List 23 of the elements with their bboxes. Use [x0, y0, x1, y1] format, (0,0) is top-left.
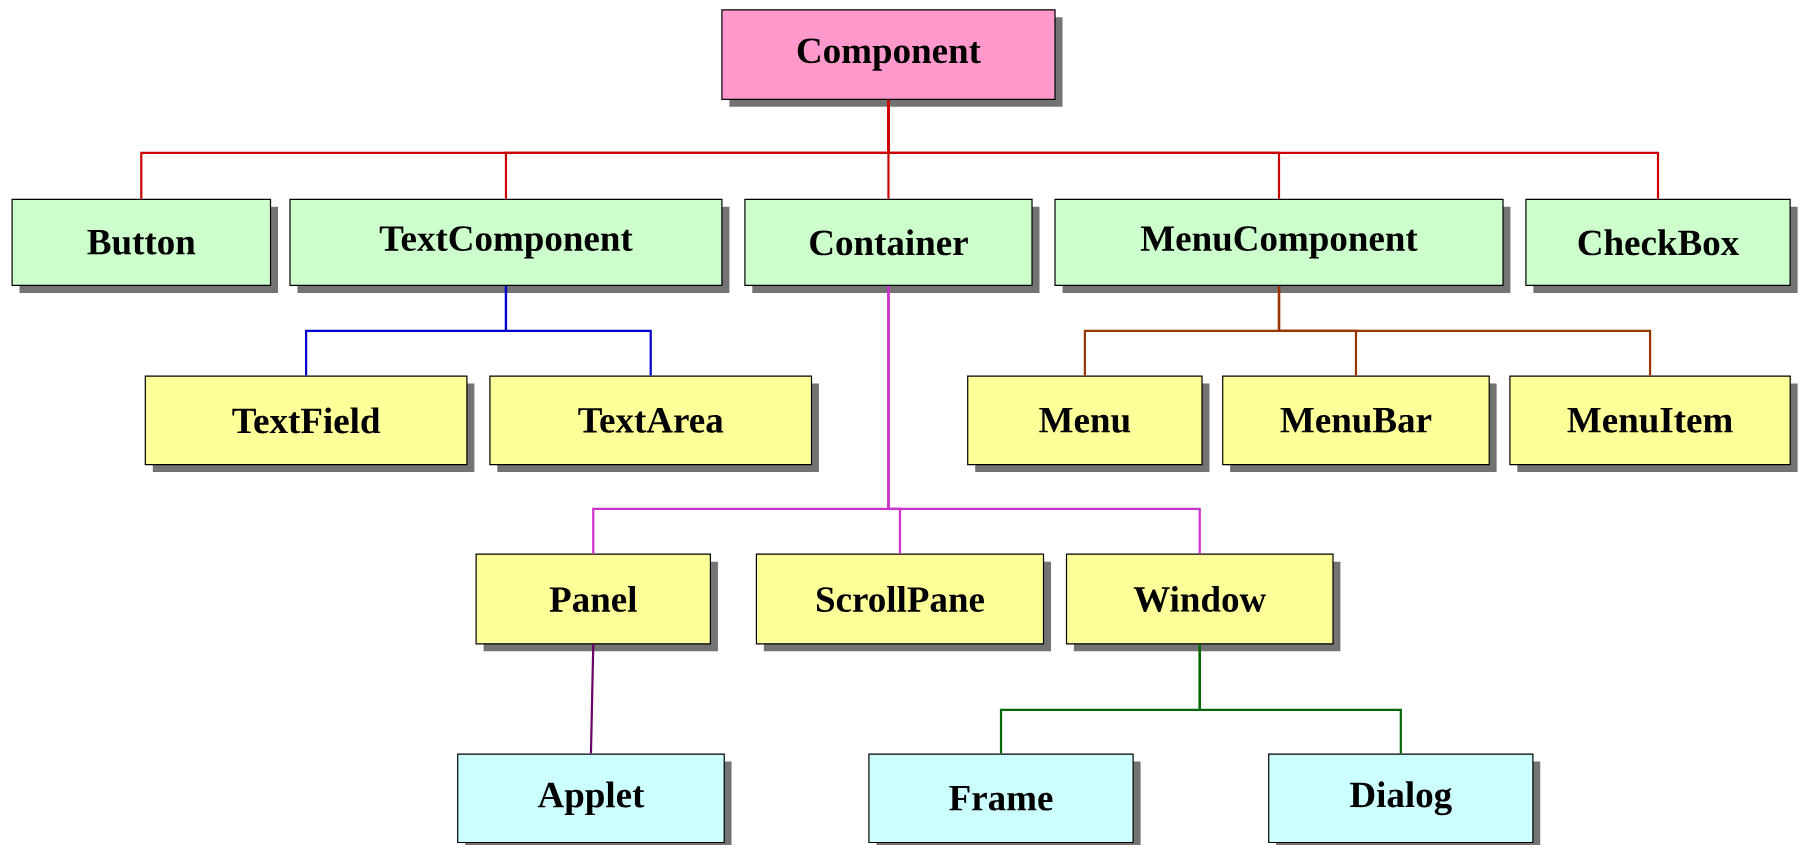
connector-line: [887, 286, 1201, 554]
class-box: Dialog: [1268, 753, 1541, 845]
class-box: TextField: [144, 375, 475, 473]
class-box: MenuComponent: [1054, 198, 1511, 293]
connector-line: [504, 286, 652, 376]
connector-line: [1198, 644, 1402, 754]
class-box: TextArea: [489, 375, 819, 473]
class-box: Panel: [475, 553, 718, 652]
class-box: MenuItem: [1509, 375, 1798, 473]
class-box: CheckBox: [1525, 198, 1798, 293]
class-box: Applet: [457, 753, 732, 845]
class-box: MenuBar: [1222, 375, 1497, 473]
class-box: TextComponent: [289, 198, 730, 293]
class-box: Container: [744, 198, 1040, 293]
class-box: Button: [11, 198, 278, 293]
connector-line: [589, 644, 595, 754]
connector-line: [887, 100, 1660, 199]
class-box: Frame: [868, 753, 1141, 845]
class-box: ScrollPane: [755, 553, 1051, 652]
class-box: Window: [1065, 553, 1341, 652]
class-box: Component: [721, 9, 1063, 107]
connector-line: [1277, 286, 1652, 376]
class-box: Menu: [967, 375, 1210, 473]
